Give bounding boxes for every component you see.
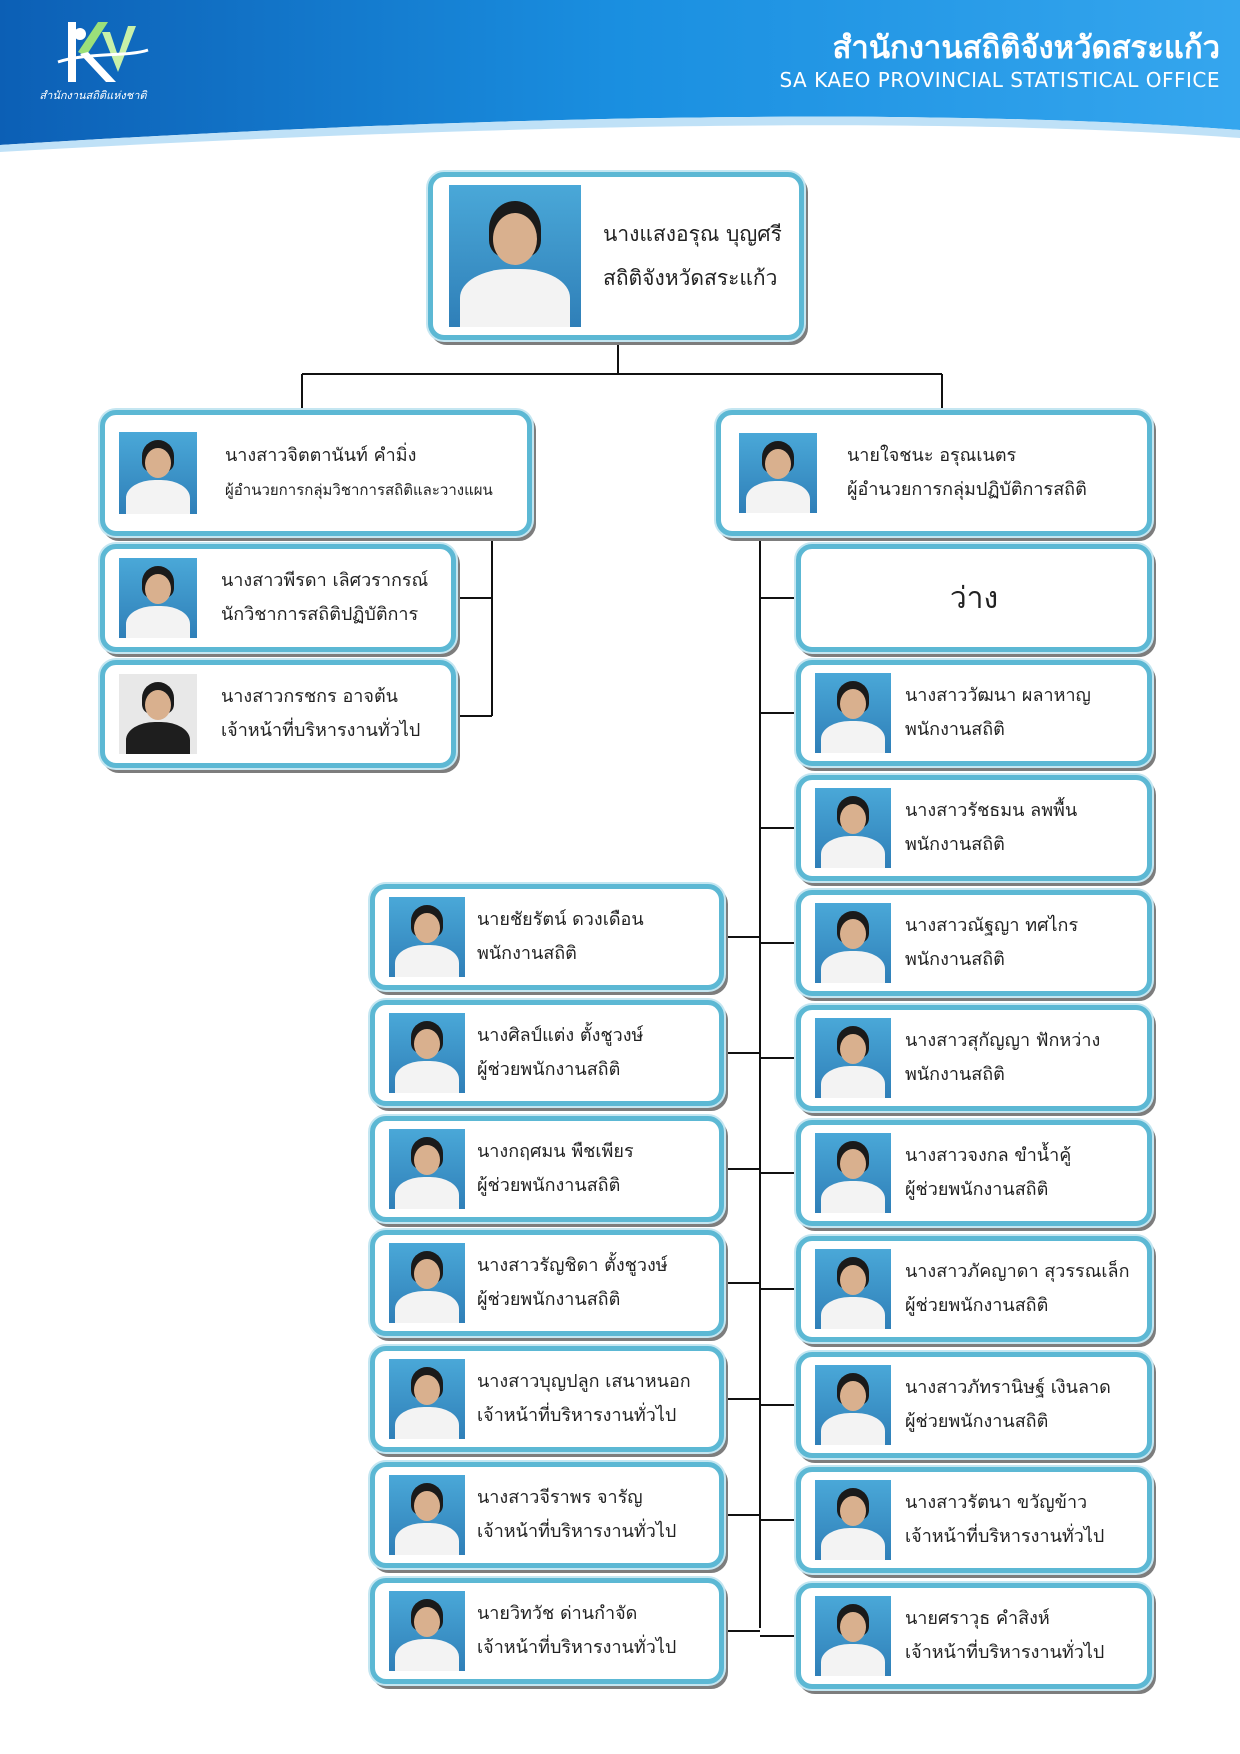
right-member-card-3: นางสาวณัฐญา ทศไกรพนักงานสถิติ <box>796 890 1152 996</box>
ops-left-member-card-4: นางสาวรัญชิดา ตั้งชูวงษ์ผู้ช่วยพนักงานสถ… <box>370 1230 724 1336</box>
header-band <box>0 0 1240 152</box>
ops-left-member-photo-4 <box>389 1243 465 1323</box>
right-leader-name: นายใจชนะ อรุณเนตร <box>847 445 1017 466</box>
right-member-card-4: นางสาวสุกัญญา ฟักหว่างพนักงานสถิติ <box>796 1005 1152 1111</box>
ops-left-member-card-5: นางสาวบุญปลูก เสนาหนอกเจ้าหน้าที่บริหารง… <box>370 1346 724 1452</box>
right-member-card-5: นางสาวจงกล ขำน้ำคู้ผู้ช่วยพนักงานสถิติ <box>796 1120 1152 1226</box>
ops-left-member-card-3: นางกฤศมน พืชเพียรผู้ช่วยพนักงานสถิติ <box>370 1116 724 1222</box>
right-member-card-7: นางสาวภัทรานิษฐ์ เงินลาดผู้ช่วยพนักงานสถ… <box>796 1352 1152 1458</box>
ops-left-member-photo-7 <box>389 1591 465 1671</box>
right-member-photo-1 <box>815 673 891 753</box>
ops-left-member-name-6: นางสาวจีราพร จารัญ <box>477 1487 643 1508</box>
right-member-card-1: นางสาววัฒนา ผลาหาญพนักงานสถิติ <box>796 660 1152 766</box>
right-member-name-6: นางสาวภัคญาดา สุวรรณเล็ก <box>905 1261 1130 1282</box>
ops-left-member-role-2: ผู้ช่วยพนักงานสถิติ <box>477 1059 621 1080</box>
ops-left-member-photo-6 <box>389 1475 465 1555</box>
head-name: นางแสงอรุณ บุญศรี <box>603 222 782 246</box>
photo-right-leader <box>739 433 817 513</box>
ops-left-member-name-2: นางศิลป์แต่ง ตั้งชูวงษ์ <box>477 1025 644 1046</box>
office-name-english: SA KAEO PROVINCIAL STATISTICAL OFFICE <box>779 68 1220 92</box>
right-member-card-9: นายศราวุธ คำสิงห์เจ้าหน้าที่บริหารงานทั่… <box>796 1583 1152 1689</box>
right-member-name-3: นางสาวณัฐญา ทศไกร <box>905 915 1079 936</box>
photo-head <box>449 185 581 327</box>
ops-left-member-photo-3 <box>389 1129 465 1209</box>
card-vacant: ว่าง <box>796 544 1152 652</box>
vacant-label: ว่าง <box>949 580 999 616</box>
right-member-photo-6 <box>815 1249 891 1329</box>
ops-left-member-role-6: เจ้าหน้าที่บริหารงานทั่วไป <box>477 1521 677 1542</box>
right-member-name-8: นางสาวรัตนา ขวัญข้าว <box>905 1492 1088 1513</box>
ops-left-member-name-7: นายวิทวัช ด่านกำจัด <box>477 1603 638 1624</box>
ops-left-member-card-2: นางศิลป์แต่ง ตั้งชูวงษ์ผู้ช่วยพนักงานสถิ… <box>370 1000 724 1106</box>
card-left-leader: นางสาวจิตตานันท์ คำมิ่ง ผู้อำนวยการกลุ่ม… <box>100 410 532 536</box>
right-member-photo-8 <box>815 1480 891 1560</box>
right-member-role-2: พนักงานสถิติ <box>905 834 1005 855</box>
ops-left-member-photo-1 <box>389 897 465 977</box>
right-member-card-8: นางสาวรัตนา ขวัญข้าวเจ้าหน้าที่บริหารงาน… <box>796 1467 1152 1573</box>
right-member-photo-2 <box>815 788 891 868</box>
right-member-card-2: นางสาวรัชธมน ลพพื้นพนักงานสถิติ <box>796 775 1152 881</box>
ops-left-member-role-5: เจ้าหน้าที่บริหารงานทั่วไป <box>477 1405 677 1426</box>
right-member-card-6: นางสาวภัคญาดา สุวรรณเล็กผู้ช่วยพนักงานสถ… <box>796 1236 1152 1342</box>
right-member-role-1: พนักงานสถิติ <box>905 719 1005 740</box>
ops-left-member-photo-5 <box>389 1359 465 1439</box>
ops-left-member-photo-2 <box>389 1013 465 1093</box>
head-role: สถิติจังหวัดสระแก้ว <box>603 266 778 290</box>
left-leader-name: นางสาวจิตตานันท์ คำมิ่ง <box>225 445 417 466</box>
photo-left-member-1 <box>119 558 197 638</box>
left-member-1-name: นางสาวพีรดา เลิศวรากรณ์ <box>221 570 429 591</box>
ops-left-member-name-4: นางสาวรัญชิดา ตั้งชูวงษ์ <box>477 1255 668 1276</box>
ops-left-member-name-3: นางกฤศมน พืชเพียร <box>477 1141 634 1162</box>
right-member-role-6: ผู้ช่วยพนักงานสถิติ <box>905 1295 1049 1316</box>
right-member-photo-7 <box>815 1365 891 1445</box>
card-left-member-1: นางสาวพีรดา เลิศวรากรณ์ นักวิชาการสถิติป… <box>100 544 456 652</box>
right-member-role-3: พนักงานสถิติ <box>905 949 1005 970</box>
right-member-photo-3 <box>815 903 891 983</box>
logo-icon <box>18 12 168 112</box>
right-member-role-5: ผู้ช่วยพนักงานสถิติ <box>905 1179 1049 1200</box>
ops-left-member-role-3: ผู้ช่วยพนักงานสถิติ <box>477 1175 621 1196</box>
right-member-name-5: นางสาวจงกล ขำน้ำคู้ <box>905 1145 1072 1166</box>
right-member-role-8: เจ้าหน้าที่บริหารงานทั่วไป <box>905 1526 1105 1547</box>
ops-left-member-role-7: เจ้าหน้าที่บริหารงานทั่วไป <box>477 1637 677 1658</box>
right-member-role-7: ผู้ช่วยพนักงานสถิติ <box>905 1411 1049 1432</box>
logo-caption: สำนักงานสถิติแห่งชาติ <box>39 89 147 102</box>
right-member-photo-9 <box>815 1596 891 1676</box>
left-member-2-role: เจ้าหน้าที่บริหารงานทั่วไป <box>221 720 421 741</box>
card-right-leader: นายใจชนะ อรุณเนตร ผู้อำนวยการกลุ่มปฏิบัต… <box>716 410 1152 536</box>
right-member-photo-4 <box>815 1018 891 1098</box>
ops-left-member-role-1: พนักงานสถิติ <box>477 943 577 964</box>
left-member-2-name: นางสาวกรชกร อาจต้น <box>221 686 398 707</box>
right-member-name-4: นางสาวสุกัญญา ฟักหว่าง <box>905 1030 1101 1051</box>
card-left-member-2: นางสาวกรชกร อาจต้น เจ้าหน้าที่บริหารงานท… <box>100 660 456 768</box>
right-member-name-7: นางสาวภัทรานิษฐ์ เงินลาด <box>905 1377 1111 1398</box>
card-head: นางแสงอรุณ บุญศรี สถิติจังหวัดสระแก้ว <box>428 172 804 340</box>
ops-left-member-role-4: ผู้ช่วยพนักงานสถิติ <box>477 1289 621 1310</box>
right-member-name-1: นางสาววัฒนา ผลาหาญ <box>905 685 1091 706</box>
right-member-name-9: นายศราวุธ คำสิงห์ <box>905 1608 1050 1629</box>
right-leader-role: ผู้อำนวยการกลุ่มปฏิบัติการสถิติ <box>847 479 1087 500</box>
photo-left-leader <box>119 432 197 514</box>
photo-left-member-2 <box>119 674 197 754</box>
right-member-name-2: นางสาวรัชธมน ลพพื้น <box>905 800 1078 821</box>
left-member-1-role: นักวิชาการสถิติปฏิบัติการ <box>221 604 419 625</box>
right-member-role-4: พนักงานสถิติ <box>905 1064 1005 1085</box>
right-member-photo-5 <box>815 1133 891 1213</box>
ops-left-member-name-1: นายชัยรัตน์ ดวงเดือน <box>477 909 644 930</box>
office-name-thai: สำนักงานสถิติจังหวัดสระแก้ว <box>832 30 1221 66</box>
ops-left-member-name-5: นางสาวบุญปลูก เสนาหนอก <box>477 1371 691 1392</box>
ops-left-member-card-6: นางสาวจีราพร จารัญเจ้าหน้าที่บริหารงานทั… <box>370 1462 724 1568</box>
right-member-role-9: เจ้าหน้าที่บริหารงานทั่วไป <box>905 1642 1105 1663</box>
ops-left-member-card-1: นายชัยรัตน์ ดวงเดือนพนักงานสถิติ <box>370 884 724 990</box>
page-header: สำนักงานสถิติแห่งชาติ สำนักงานสถิติจังหว… <box>0 0 1240 160</box>
left-leader-role: ผู้อำนวยการกลุ่มวิชาการสถิติและวางแผน <box>225 481 493 499</box>
ops-left-member-card-7: นายวิทวัช ด่านกำจัดเจ้าหน้าที่บริหารงานท… <box>370 1578 724 1684</box>
